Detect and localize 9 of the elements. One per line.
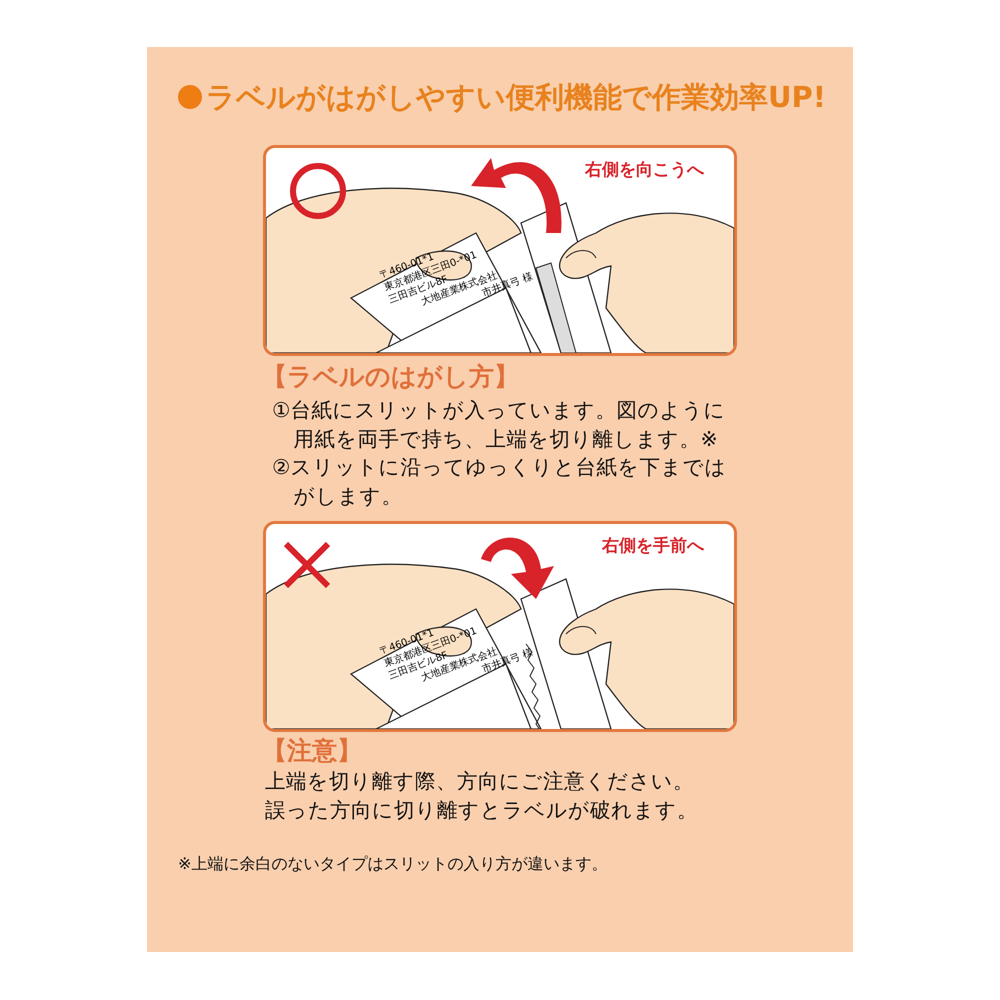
title: ラベルがはがしやすい便利機能で作業効率UP! bbox=[206, 79, 826, 116]
instruction-text: ①台紙にスリットが入っています。図のように用紙を両手で持ち、上端を切り離します。※ bbox=[272, 397, 726, 452]
caution-text: 上端を切り離す際、方向にご注意ください。誤った方向に切り離すとラベルが破れます。 bbox=[265, 768, 699, 824]
instruction-caption: 右側を手前へ bbox=[602, 535, 704, 557]
instruction-text: ②スリットに沿ってゆっくりと台紙を下まではがします。 bbox=[272, 454, 728, 510]
section-heading: 【注意】 bbox=[262, 735, 362, 767]
section-heading: 【ラベルのはがし方】 bbox=[262, 361, 519, 393]
instruction-caption: 右側を向こうへ bbox=[585, 159, 704, 181]
footnote: ※上端に余白のないタイプはスリットの入り方が違います。 bbox=[178, 853, 608, 875]
